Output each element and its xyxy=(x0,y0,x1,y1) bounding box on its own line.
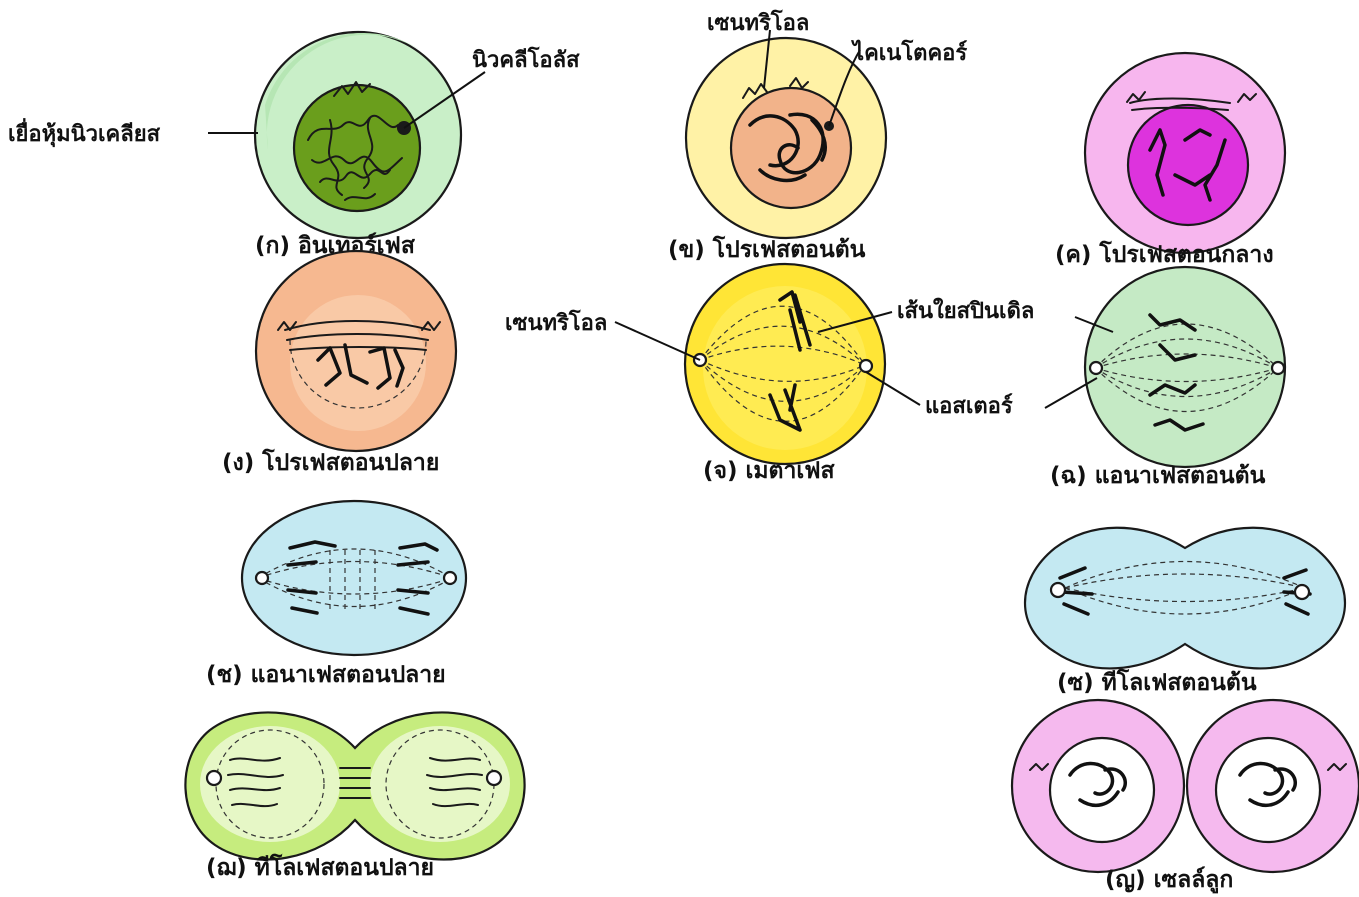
metaphase-highlight xyxy=(703,286,867,450)
prophase-late-nucleus-area xyxy=(290,295,426,431)
telophase-late-centriole-right xyxy=(487,771,501,785)
anaphase-early-cytoplasm xyxy=(1085,267,1285,467)
prophase-early-cell: เซนทริโอล ไคเนโตคอร์ (ข) โปรเฟสตอนต้น xyxy=(668,9,967,263)
telophase-late-caption: (ฌ) ทีโลเฟสตอนปลาย xyxy=(206,853,434,881)
interphase-nucleus xyxy=(294,85,420,211)
anaphase-early-cell: (ฉ) แอนาเฟสตอนต้น xyxy=(1045,267,1285,489)
telophase-early-centriole-left xyxy=(1051,583,1065,597)
anaphase-late-centriole-left xyxy=(256,572,268,584)
telophase-late-left-nucleus-area xyxy=(200,726,340,842)
prophase-mid-caption: (ค) โปรเฟสตอนกลาง xyxy=(1055,240,1274,268)
kinetochore-label: ไคเนโตคอร์ xyxy=(851,39,967,66)
anaphase-late-cell: (ช) แอนาเฟสตอนปลาย xyxy=(206,501,466,688)
prophase-late-caption: (ง) โปรเฟสตอนปลาย xyxy=(222,448,439,476)
spindle-fiber-label: เส้นใยสปินเดิล xyxy=(897,297,1034,324)
prophase-late-cell: (ง) โปรเฟสตอนปลาย xyxy=(222,251,456,476)
anaphase-late-centriole-right xyxy=(444,572,456,584)
telophase-late-cell: (ฌ) ทีโลเฟสตอนปลาย xyxy=(185,712,524,881)
anaphase-late-caption: (ช) แอนาเฟสตอนปลาย xyxy=(206,662,446,688)
anaphase-early-caption: (ฉ) แอนาเฟสตอนต้น xyxy=(1050,463,1266,489)
telophase-early-centriole-right xyxy=(1295,585,1309,599)
nucleolus-label: นิวคลีโอลัส xyxy=(472,46,580,73)
prophase-mid-cell: (ค) โปรเฟสตอนกลาง xyxy=(1055,53,1285,268)
metaphase-centriole-right xyxy=(860,360,872,372)
prophase-early-nucleus xyxy=(731,88,851,208)
telophase-late-centriole-left xyxy=(207,771,221,785)
daughter-cell-left-nucleus xyxy=(1050,738,1154,842)
daughter-cell-right-nucleus xyxy=(1216,738,1320,842)
daughter-cells-caption: (ญ) เซลล์ลูก xyxy=(1105,866,1233,894)
nuclear-membrane-label: เยื่อหุ้มนิวเคลียส xyxy=(8,117,161,148)
aster-label: แอสเตอร์ xyxy=(925,393,1013,419)
telophase-early-caption: (ซ) ทีโลเฟสตอนต้น xyxy=(1057,668,1257,696)
anaphase-early-centriole-left xyxy=(1090,362,1102,374)
interphase-cell: นิวคลีโอลัส เยื่อหุ้มนิวเคลียส (ก) อินเท… xyxy=(8,32,580,259)
prophase-mid-nucleus xyxy=(1128,105,1248,225)
centriole-middle-label: เซนทริโอล xyxy=(505,309,607,336)
telophase-early-cell: (ซ) ทีโลเฟสตอนต้น xyxy=(1025,528,1345,696)
centriole-top-label: เซนทริโอล xyxy=(707,9,809,36)
prophase-early-caption: (ข) โปรเฟสตอนต้น xyxy=(668,235,866,263)
anaphase-late-cytoplasm xyxy=(242,501,466,655)
anaphase-early-centriole-right xyxy=(1272,362,1284,374)
metaphase-caption: (จ) เมตาเฟส xyxy=(703,458,836,484)
daughter-cells: (ญ) เซลล์ลูก xyxy=(1012,700,1359,894)
metaphase-cell: เซนทริโอล เส้นใยสปินเดิล แอสเตอร์ (จ) เม… xyxy=(505,264,1034,484)
